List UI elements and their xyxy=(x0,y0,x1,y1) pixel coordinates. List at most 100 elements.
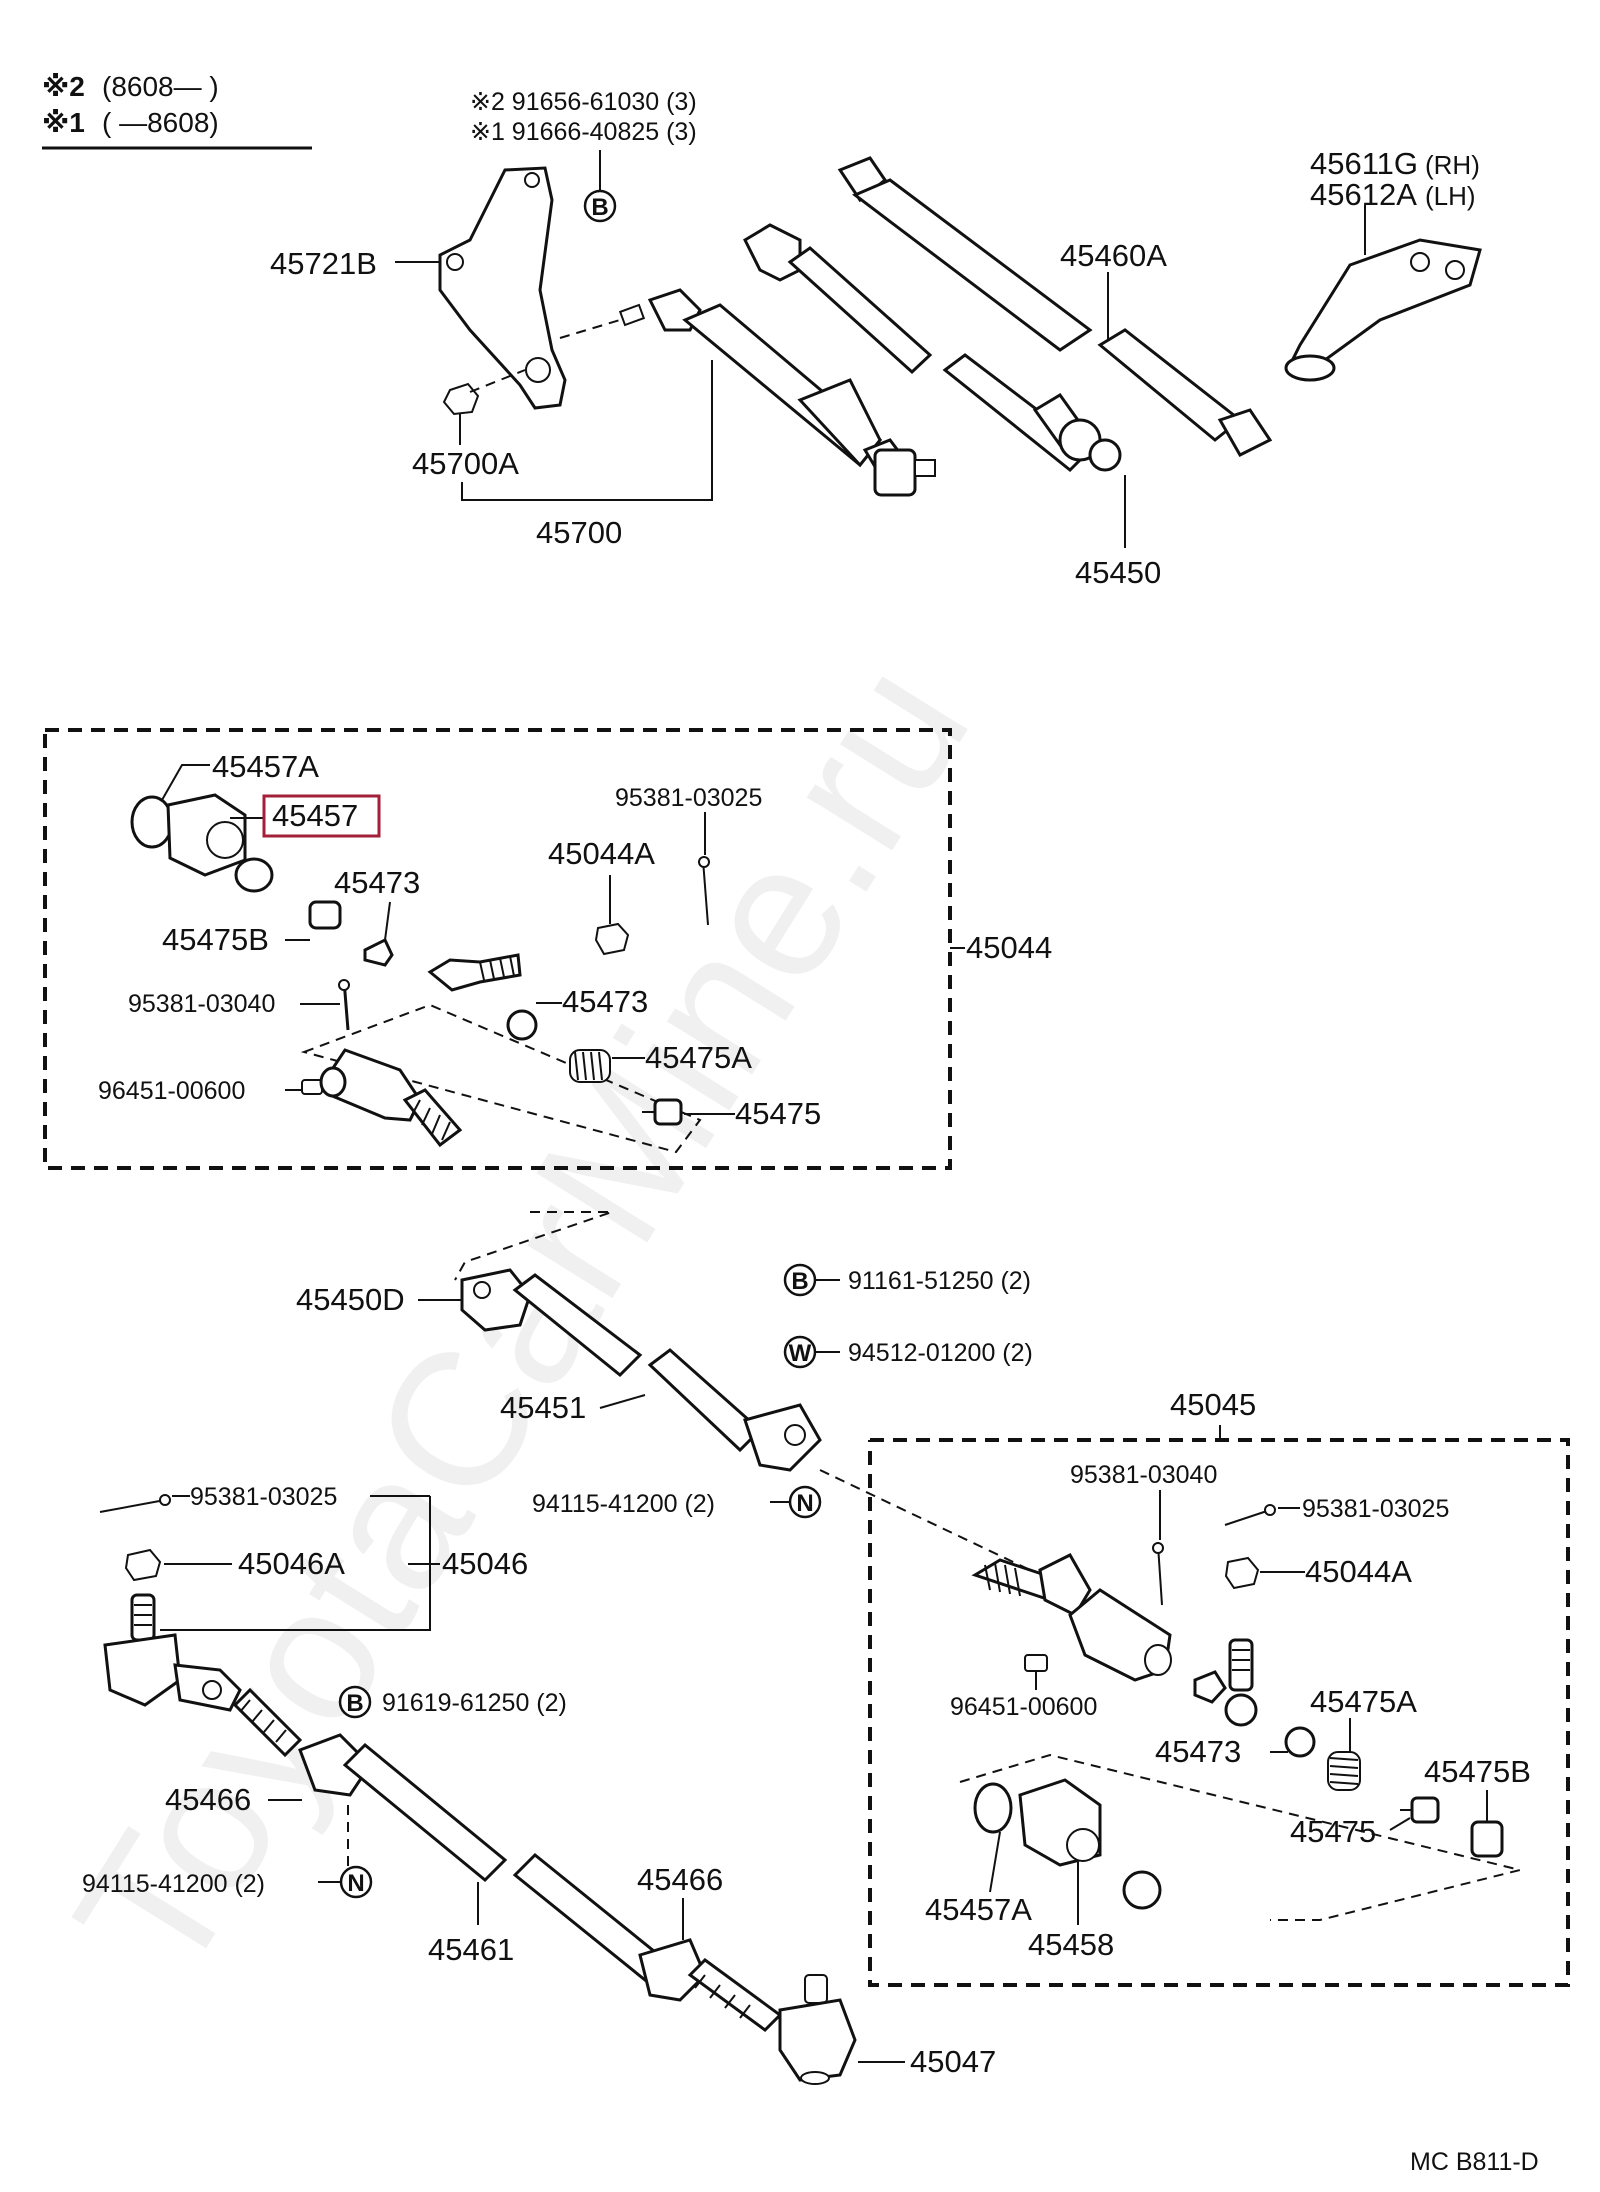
notes-block: ※2 (8608— ) ※1 ( —8608) xyxy=(42,71,312,150)
middle-section: 45450D 45451 B 91161-51250 (2) W 94512-0… xyxy=(296,1211,1033,1571)
label-45466-b: 45466 xyxy=(637,1862,723,1897)
code-94115-41200-b: 94115-41200 (2) xyxy=(82,1870,265,1898)
plug-45475-shape-b xyxy=(1400,1796,1440,1824)
label-45044: 45044 xyxy=(966,930,1052,965)
label-45045: 45045 xyxy=(1170,1387,1256,1422)
idler-arm-shape xyxy=(559,288,936,497)
ball-stud-shape xyxy=(427,953,522,992)
label-45475: 45475 xyxy=(735,1096,821,1131)
tie-rod-end-shape-a xyxy=(300,1003,702,1154)
label-95381-03025-a: 95381-03025 xyxy=(615,784,762,812)
svg-text:B: B xyxy=(346,1690,363,1717)
circled-w-icon: W xyxy=(783,1335,817,1369)
seat-45473-shape-c xyxy=(1193,1670,1316,1758)
label-45700a: 45700A xyxy=(412,446,519,481)
code-94512-01200: 94512-01200 (2) xyxy=(848,1339,1033,1367)
label-45473-b: 45473 xyxy=(562,984,648,1019)
label-45046a: 45046A xyxy=(238,1546,345,1581)
code-91619-61250: 91619-61250 (2) xyxy=(382,1689,567,1717)
code-91161-51250: 91161-51250 (2) xyxy=(848,1267,1031,1295)
circled-b-icon-2: B xyxy=(783,1263,817,1297)
cap-45475b-shape-b xyxy=(1470,1820,1504,1858)
label-45475b: 45475B xyxy=(162,922,269,957)
cotter-pin-shape-a xyxy=(338,979,350,1031)
label-45457a: 45457A xyxy=(212,749,319,784)
label-45450: 45450 xyxy=(1075,555,1161,590)
circled-b-icon-3: B xyxy=(338,1685,372,1719)
kit-45045: 45045 95381-03040 95381-03025 45044A xyxy=(868,1387,1570,1987)
spring-45475a-shape xyxy=(569,1049,611,1083)
svg-text:W: W xyxy=(789,1340,812,1367)
label-96451-00600-a: 96451-00600 xyxy=(98,1077,245,1105)
bottom-section: 95381-03025 45046A 45046 B 91619-61250 (… xyxy=(82,1483,996,2085)
label-45475b-b: 45475B xyxy=(1424,1754,1531,1789)
label-45700: 45700 xyxy=(536,515,622,550)
ball-stud-shape-b xyxy=(1224,1638,1258,1727)
cotter-pin-shape-d xyxy=(1224,1504,1276,1526)
relay-rod-shape xyxy=(743,156,1273,473)
tie-rod-end-shape-b xyxy=(971,1553,1172,1682)
kit-45044: 45044 45457A 45457 45475B 45473 xyxy=(43,728,1052,1170)
bolt-note-2: ※1 91666-40825 (3) xyxy=(470,118,697,146)
idler-arm-bracket-shape xyxy=(438,166,567,410)
label-45466-a: 45466 xyxy=(165,1782,251,1817)
top-section: ※2 91656-61030 (3) ※1 91666-40825 (3) B … xyxy=(270,88,1482,590)
cotter-pin-shape-b xyxy=(698,856,710,926)
svg-text:N: N xyxy=(347,1870,364,1897)
label-45044a-a: 45044A xyxy=(548,836,655,871)
nut-45044a-shape-a xyxy=(594,922,630,956)
ball-joint-shape xyxy=(778,1974,857,2085)
svg-text:N: N xyxy=(796,1490,813,1517)
label-96451-00600-b: 96451-00600 xyxy=(950,1693,1097,1721)
ball-seat-shape-b xyxy=(973,1778,1162,1910)
grease-fitting-shape-b xyxy=(1024,1654,1048,1672)
tube-45451-shape xyxy=(460,1268,822,1472)
circled-b-icon: B xyxy=(583,189,617,223)
knuckle-arm-shape xyxy=(1284,238,1482,382)
label-45457a-b: 45457A xyxy=(925,1892,1032,1927)
note-mark-1: ※1 xyxy=(42,107,85,138)
label-45611g: 45611G xyxy=(1310,146,1418,181)
label-95381-03025-b: 95381-03025 xyxy=(1302,1495,1449,1523)
footer-code: MC B811-D xyxy=(1410,2148,1539,2176)
label-95381-03040-a: 95381-03040 xyxy=(128,990,275,1018)
tube-45461-shape xyxy=(298,1733,783,2032)
label-45473-c: 45473 xyxy=(1155,1734,1241,1769)
cap-45475b-shape xyxy=(308,900,342,930)
label-45460a: 45460A xyxy=(1060,238,1167,273)
label-45475a: 45475A xyxy=(645,1040,752,1075)
ball-seat-shape xyxy=(130,793,274,893)
label-45612a: 45612A xyxy=(1310,177,1417,212)
label-45451: 45451 xyxy=(500,1390,586,1425)
label-95381-03040-b: 95381-03040 xyxy=(1070,1461,1217,1489)
label-rh: (RH) xyxy=(1425,150,1480,180)
label-45473-a: 45473 xyxy=(334,865,420,900)
nut-45700a-shape xyxy=(442,369,526,416)
label-45461: 45461 xyxy=(428,1932,514,1967)
note-range-1: ( —8608) xyxy=(102,107,219,138)
grease-fitting-shape-a xyxy=(301,1079,323,1095)
label-45047: 45047 xyxy=(910,2044,996,2079)
seat-45473-shape-b xyxy=(506,1009,538,1041)
bolt-note-1: ※2 91656-61030 (3) xyxy=(470,88,697,116)
note-mark-2: ※2 xyxy=(42,71,85,102)
label-45044a-b: 45044A xyxy=(1305,1554,1412,1589)
label-45046: 45046 xyxy=(442,1546,528,1581)
nut-45046a-shape xyxy=(124,1548,162,1582)
seat-45473-shape-a xyxy=(363,937,394,967)
label-45450d: 45450D xyxy=(296,1282,405,1317)
highlight-box xyxy=(262,794,381,838)
cotter-pin-shape-e xyxy=(99,1494,171,1513)
circled-n-icon: N xyxy=(788,1485,822,1519)
label-95381-03025-c: 95381-03025 xyxy=(190,1483,337,1511)
label-45475a-b: 45475A xyxy=(1310,1684,1417,1719)
circled-n-icon-2: N xyxy=(339,1865,373,1899)
nut-45044a-shape-b xyxy=(1224,1556,1260,1590)
cotter-pin-shape-c xyxy=(1152,1542,1164,1606)
note-range-2: (8608— ) xyxy=(102,71,219,102)
svg-text:B: B xyxy=(591,194,608,221)
label-lh: (LH) xyxy=(1425,181,1476,211)
label-45721b: 45721B xyxy=(270,246,377,281)
svg-text:B: B xyxy=(791,1268,808,1295)
